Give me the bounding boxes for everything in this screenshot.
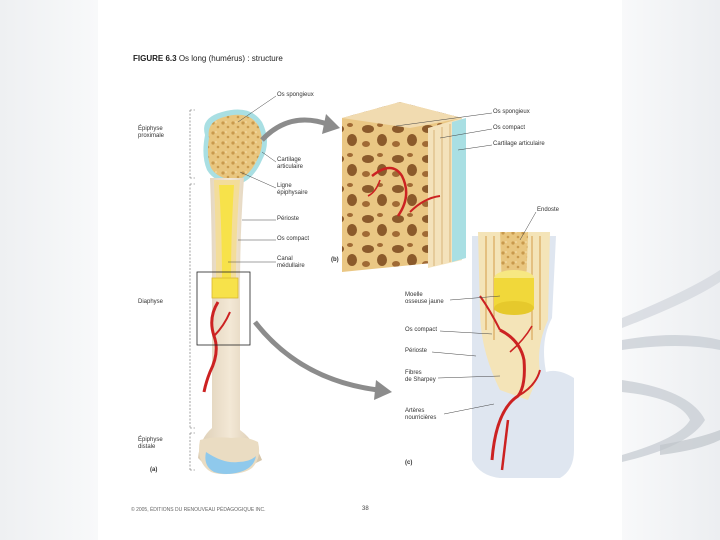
figure-caption: Os long (humérus) : structure: [178, 54, 283, 63]
arrow-to-c-head: [374, 380, 392, 400]
left-margin-band: [0, 0, 98, 540]
label-c-perioste: Périoste: [405, 348, 428, 354]
vessel-b-1: [371, 166, 408, 217]
arrow-to-c: [253, 320, 379, 393]
panel-a-humerus: [196, 109, 267, 475]
leader-lines-a: [228, 95, 277, 263]
artery-c-branch-3: [509, 325, 533, 353]
vessel-b-2: [409, 195, 441, 213]
artery-a: [202, 301, 220, 393]
label-a-perioste: Périoste: [277, 216, 300, 222]
arrow-to-b-head: [322, 114, 340, 134]
spongy-bone-head: [207, 114, 262, 180]
nutrient-artery-c: [490, 328, 526, 461]
label-epiphyse-proximale: Épiphyse proximale: [138, 126, 165, 139]
artery-c-base: [500, 419, 510, 471]
page-number: 38: [362, 506, 369, 512]
diaphysis-shape: [198, 178, 262, 466]
panel-c-letter: (c): [405, 460, 413, 466]
panel-b-letter: (b): [331, 257, 339, 263]
label-a-canal-medullaire: Canal médullaire: [277, 256, 305, 269]
medullary-canal: [219, 185, 234, 280]
copyright-footer: © 2005, ÉDITIONS DU RENOUVEAU PÉDAGOGIQU…: [131, 507, 266, 513]
artery-a-branch: [213, 311, 231, 337]
arrow-to-b: [260, 117, 331, 142]
cartilage-layer-b: [452, 118, 466, 262]
distal-cartilage: [205, 452, 256, 474]
region-brackets: [189, 109, 195, 471]
label-c-moelle-osseuse-jaune: Moelle osseuse jaune: [405, 292, 444, 305]
label-b-os-compact: Os compact: [493, 125, 526, 131]
label-diaphyse: Diaphyse: [138, 299, 164, 305]
vessel-b-3: [367, 179, 381, 197]
artery-c-branch-1: [517, 369, 541, 397]
figure-number: FIGURE 6.3: [133, 54, 177, 63]
zoom-box: [196, 271, 251, 346]
label-a-os-spongieux: Os spongieux: [277, 92, 314, 98]
leader-lines-b: [395, 112, 493, 151]
label-a-os-compact: Os compact: [277, 236, 310, 242]
marrow-cut: [211, 277, 239, 299]
label-a-cartilage-articulaire: Cartilage articulaire: [277, 157, 304, 170]
panel-b-spongy-block: [342, 102, 466, 272]
figure-title: FIGURE 6.3 Os long (humérus) : structure: [133, 54, 283, 63]
artery-c-branch-2: [479, 295, 501, 331]
label-c-endoste: Endoste: [537, 207, 560, 213]
label-a-ligne-epiphysaire: Ligne épiphysaire: [277, 183, 308, 196]
spongy-block-top: [342, 102, 462, 128]
panel-c-bone-section: [472, 232, 574, 478]
label-c-fibres-de-sharpey: Fibres de Sharpey: [405, 370, 436, 383]
marrow-bottom: [494, 301, 534, 315]
panel-a-letter: (a): [150, 467, 158, 473]
label-b-cartilage-articulaire: Cartilage articulaire: [493, 141, 545, 147]
leader-lines-c: [431, 211, 537, 415]
label-b-os-spongieux: Os spongieux: [493, 109, 530, 115]
label-c-arteres-nourricieres: Artères nourricières: [405, 408, 437, 421]
label-c-os-compact: Os compact: [405, 327, 438, 333]
label-epiphyse-distale: Épiphyse distale: [138, 437, 163, 450]
